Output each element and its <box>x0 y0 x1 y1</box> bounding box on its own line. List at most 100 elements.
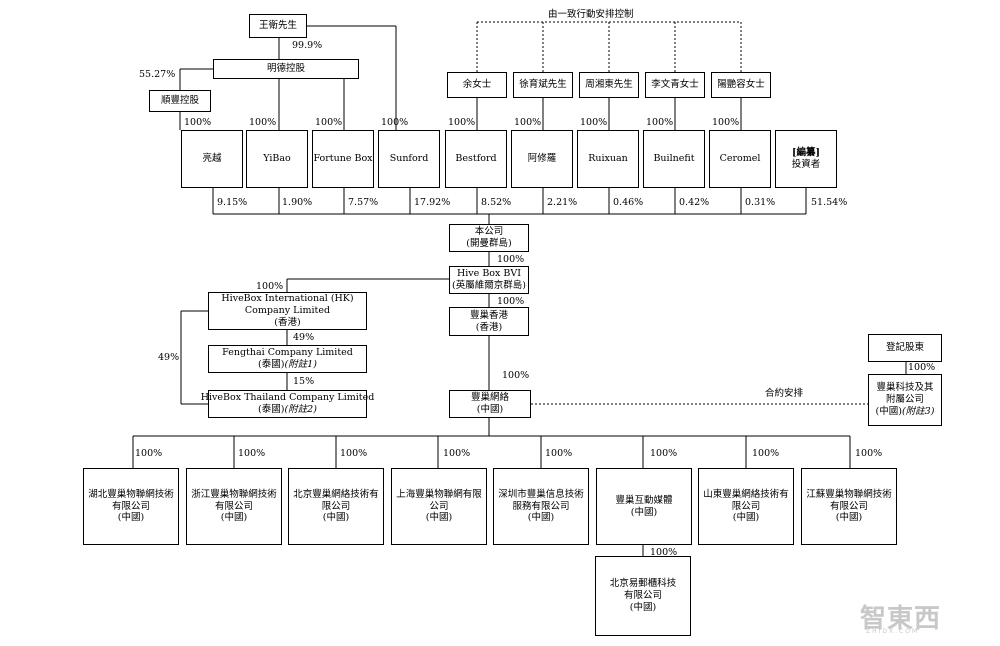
hk-box: 豐巢香港 (香港) <box>449 307 529 336</box>
subsidiary-box: 上海豐巢物聯網有限公司(中國) <box>391 468 487 545</box>
subsidiary-pct: 100% <box>545 448 573 459</box>
pct-intlhk-thailand: 49% <box>158 352 180 363</box>
subsidiary-pct: 100% <box>443 448 471 459</box>
registered-shareholders-label: 登記股東 <box>885 342 924 354</box>
fengthai-region-line: (泰國)(附註1) <box>258 359 317 371</box>
pct-company-bvi: 100% <box>497 254 525 265</box>
shareholder-own-pct: 100% <box>580 117 608 128</box>
shareholder-own-pct: 100% <box>448 117 476 128</box>
bvi-region: (英屬維爾京群島) <box>452 280 526 291</box>
subsidiary-region: (中國) <box>835 512 863 524</box>
watermark-sub: ZHIDX.COM <box>866 628 920 635</box>
shareholder-box: 亮越 <box>181 130 243 188</box>
shareholder-stake-pct: 0.42% <box>679 197 710 208</box>
shareholder-tag: [編纂] <box>792 147 820 159</box>
subsidiary-box: 豐巢互動媒體(中國) <box>596 468 692 545</box>
shareholder-box: 阿修羅 <box>511 130 573 188</box>
shareholder-name: Ruixuan <box>588 153 628 165</box>
thailand-region-line: (泰國)(附註2) <box>258 404 317 416</box>
shareholder-box: Fortune Box <box>312 130 374 188</box>
intl-hk-name: HiveBox International (HK) <box>221 293 354 305</box>
yiyou-name: 北京易郵櫃科技 <box>609 578 677 590</box>
shareholder-box: Bestford <box>445 130 507 188</box>
subsidiary-region: (中國) <box>425 512 453 524</box>
subsidiary-region: (中國) <box>117 512 145 524</box>
subsidiary-pct: 100% <box>238 448 266 459</box>
person-name: 周湘東先生 <box>585 79 633 91</box>
subsidiary-name: 山東豐巢網絡技術有限公司 <box>703 488 789 512</box>
fengthai-name: Fengthai Company Limited <box>222 347 353 359</box>
intl-hk-box: HiveBox International (HK) Company Limit… <box>208 292 367 330</box>
shareholder-name: Sunford <box>389 153 429 165</box>
thailand-name: HiveBox Thailand Company Limited <box>200 392 375 404</box>
pct-bvi-intlhk: 100% <box>256 281 284 292</box>
subsidiary-region: (中國) <box>732 512 760 524</box>
shareholder-own-pct: 100% <box>646 117 674 128</box>
person-zhou: 周湘東先生 <box>579 72 639 98</box>
pct-hk-wfoe: 100% <box>502 370 530 381</box>
intl-hk-region: (香港) <box>274 316 301 328</box>
company-region: (開曼群島) <box>466 238 512 249</box>
company-box: 本公司 (開曼群島) <box>449 224 529 252</box>
shareholder-box: [編纂]投資者 <box>775 130 837 188</box>
subsidiary-box: 浙江豐巢物聯網技術有限公司(中國) <box>186 468 282 545</box>
subsidiary-name: 湖北豐巢物聯網技術有限公司 <box>88 488 174 512</box>
shareholder-box: Sunford <box>378 130 440 188</box>
fengthai-box: Fengthai Company Limited (泰國)(附註1) <box>208 345 367 373</box>
subsidiary-pct: 100% <box>855 448 883 459</box>
subsidiary-name: 上海豐巢物聯網有限公司 <box>396 488 482 512</box>
fengthai-note: (附註1) <box>284 359 317 370</box>
subsidiary-name: 豐巢互動媒體 <box>615 494 673 506</box>
subsidiary-region: (中國) <box>322 512 350 524</box>
opco-region: (中國) <box>875 405 902 417</box>
person-xu: 徐育斌先生 <box>513 72 573 98</box>
shareholder-stake-pct: 1.90% <box>282 197 313 208</box>
person-wang-wei: 王衛先生 <box>249 14 307 38</box>
shareholder-stake-pct: 51.54% <box>811 197 848 208</box>
hk-region: (香港) <box>475 321 503 333</box>
concert-party-label: 由一致行動安排控制 <box>548 9 634 20</box>
bvi-box: Hive Box BVI (英屬維爾京群島) <box>449 266 529 294</box>
opco-box: 豐巢科技及其 附屬公司 (中國)(附註3) <box>868 374 942 426</box>
yiyou-region: (中國) <box>629 601 657 613</box>
opco-name: 豐巢科技及其 <box>876 382 934 394</box>
subsidiary-name: 江蘇豐巢物聯網技術有限公司 <box>806 488 892 512</box>
subsidiary-box: 江蘇豐巢物聯網技術有限公司(中國) <box>801 468 897 545</box>
holdco-mingde: 明德控股 <box>213 59 359 79</box>
person-name: 李文青女士 <box>651 79 699 91</box>
pct-media-yiyou: 100% <box>650 547 678 558</box>
shareholder-stake-pct: 2.21% <box>547 197 578 208</box>
thailand-region: (泰國) <box>258 404 285 415</box>
person-name: 徐育斌先生 <box>519 79 567 91</box>
shareholder-own-pct: 100% <box>381 117 409 128</box>
company-name: 本公司 <box>474 226 504 238</box>
subsidiary-region: (中國) <box>220 512 248 524</box>
person-name: 王衛先生 <box>258 20 297 32</box>
person-name: 陽艷容女士 <box>717 79 765 91</box>
subsidiary-name: 北京豐巢網絡技術有限公司 <box>293 488 379 512</box>
pct-intlhk-fengthai: 49% <box>293 332 315 343</box>
subsidiary-region: (中國) <box>527 512 555 524</box>
pct-wang-mingde: 99.9% <box>292 40 323 51</box>
hk-name: 豐巢香港 <box>469 309 508 321</box>
shareholder-stake-pct: 9.15% <box>217 197 248 208</box>
bvi-name: Hive Box BVI <box>456 268 521 280</box>
wfoe-box: 豐巢網絡 (中國) <box>449 390 531 418</box>
subsidiary-box: 山東豐巢網絡技術有限公司(中國) <box>698 468 794 545</box>
shareholder-own-pct: 100% <box>249 117 277 128</box>
shareholder-name: Builnefit <box>653 153 695 165</box>
subsidiary-box: 深圳市豐巢信息技術服務有限公司(中國) <box>493 468 589 545</box>
fengthai-region: (泰國) <box>258 359 285 370</box>
thailand-note: (附註2) <box>284 404 317 415</box>
shareholder-name: YiBao <box>263 153 291 165</box>
subsidiary-box: 北京豐巢網絡技術有限公司(中國) <box>288 468 384 545</box>
shareholder-stake-pct: 17.92% <box>414 197 451 208</box>
shareholder-name: Ceromel <box>719 153 761 165</box>
opco-name-2: 附屬公司 <box>885 394 924 406</box>
shareholder-stake-pct: 0.31% <box>745 197 776 208</box>
person-yang: 陽艷容女士 <box>711 72 771 98</box>
pct-mingde-shunfeng: 55.27% <box>139 69 176 80</box>
pct-bvi-hk: 100% <box>497 296 525 307</box>
subsidiary-name: 深圳市豐巢信息技術服務有限公司 <box>498 488 584 512</box>
